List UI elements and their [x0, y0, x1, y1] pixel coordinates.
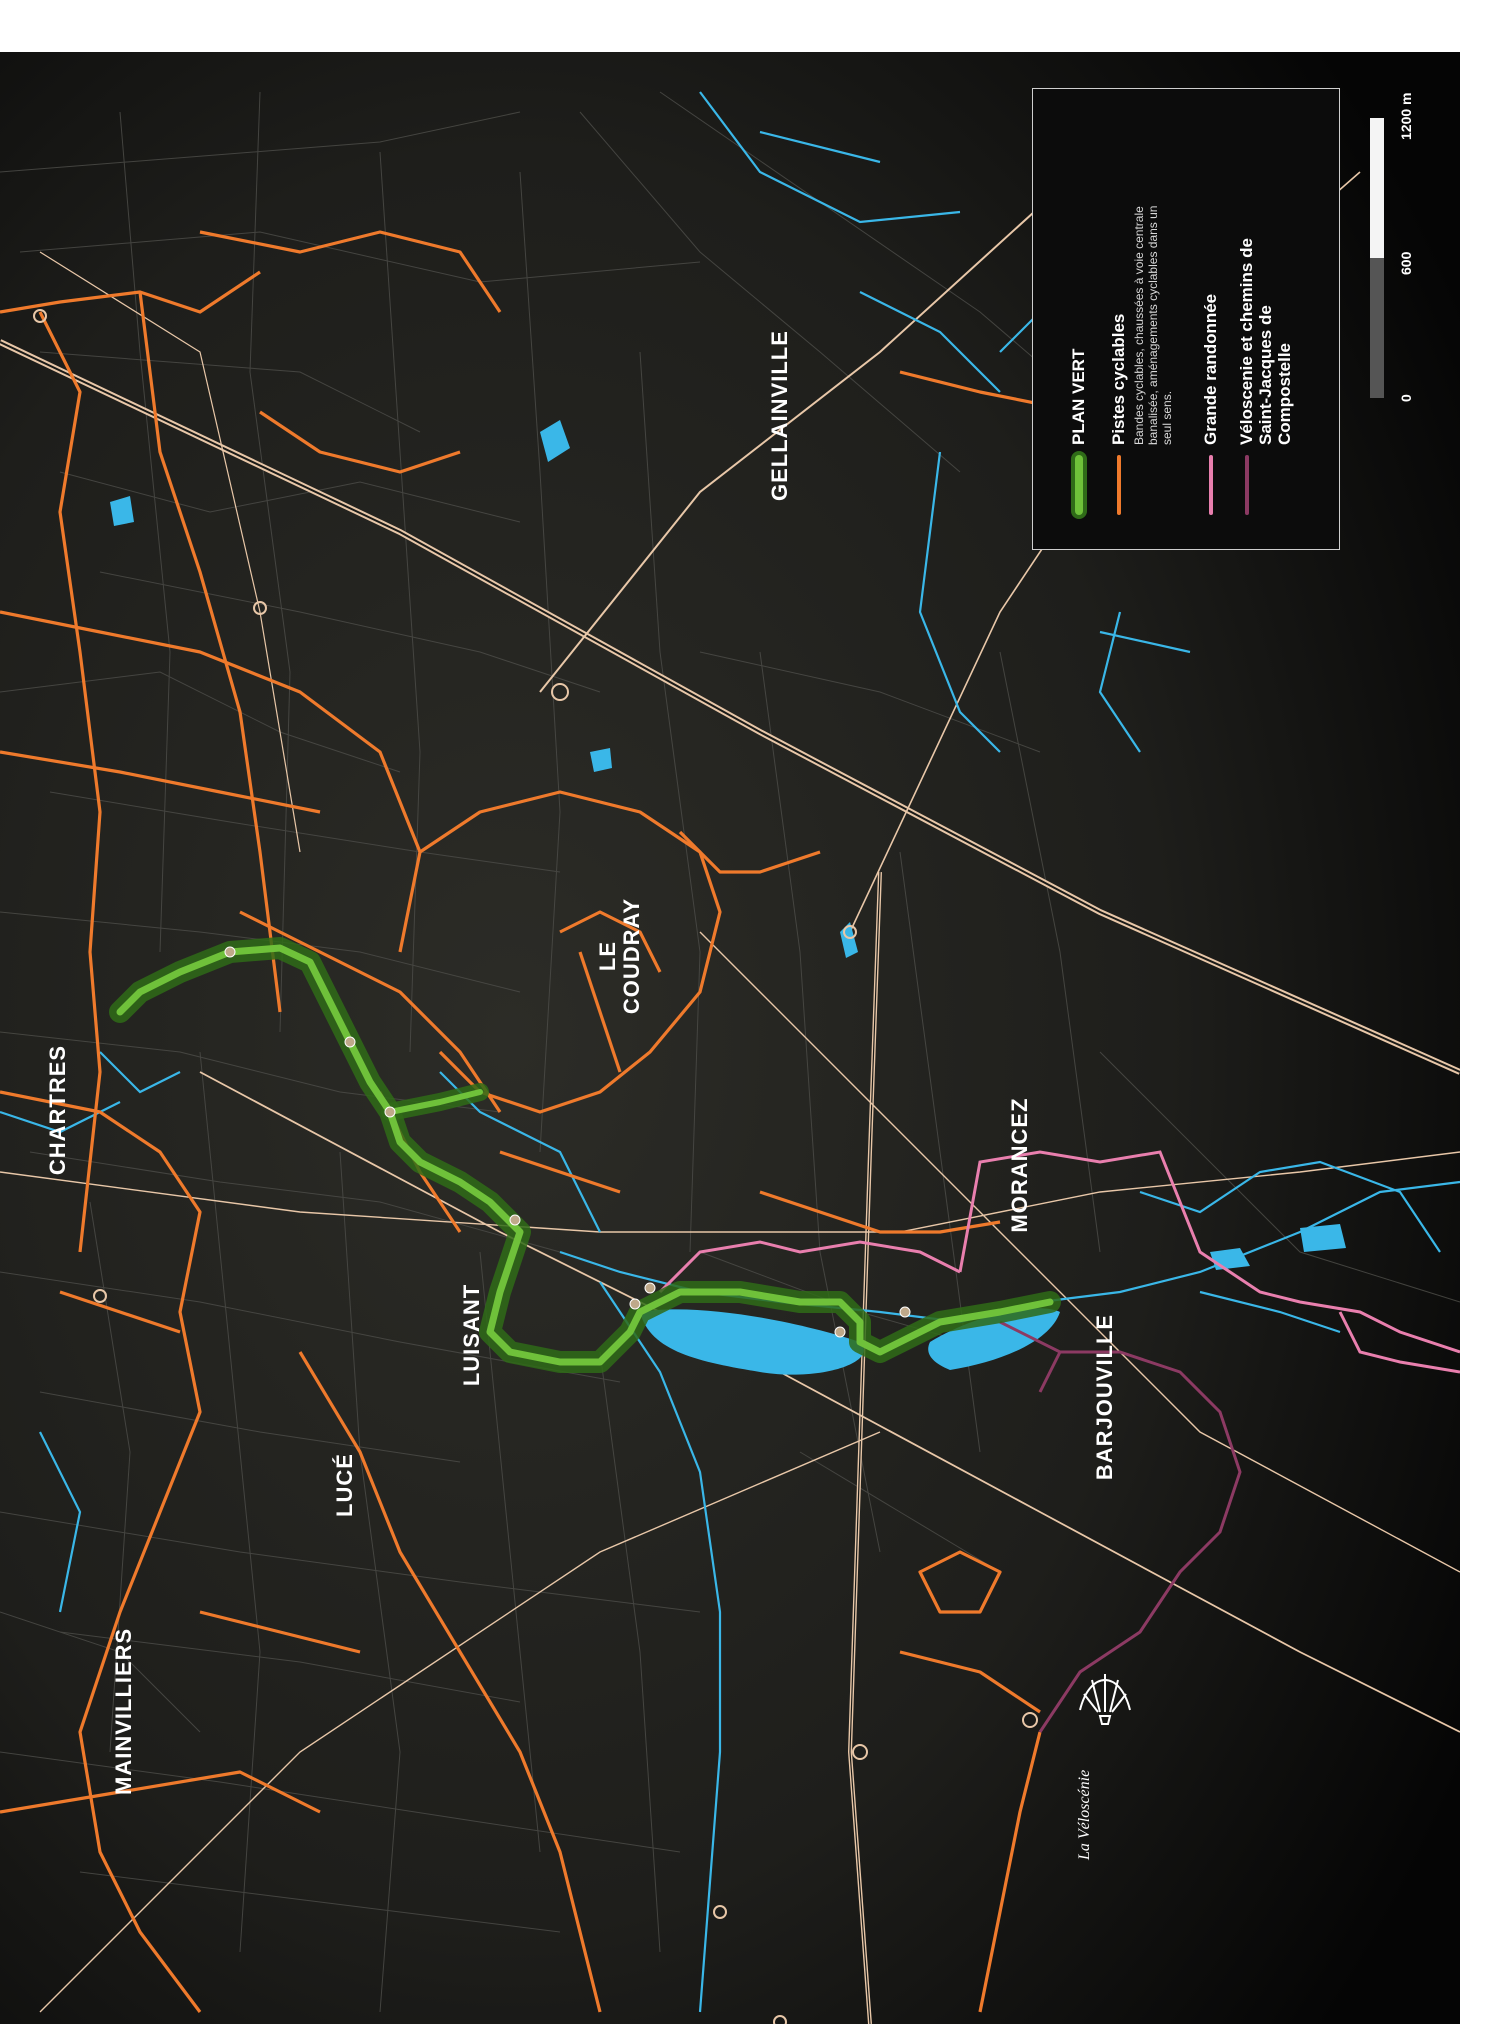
map-legend: PLAN VERT Pistes cyclables Bandes cyclab… [1032, 88, 1340, 550]
veloscenie-logo-text: La Véloscénie [1076, 1769, 1093, 1860]
legend-label: Véloscenie et chemins de Saint-Jacques d… [1237, 238, 1294, 445]
legend-swatch-plan-vert [1075, 455, 1083, 515]
cycle-paths [0, 230, 1081, 2013]
veloscenie-route [999, 1320, 1242, 1733]
town-label-barjouville: BARJOUVILLE [1092, 1313, 1117, 1481]
legend-label: Pistes cyclables Bandes cyclables, chaus… [1109, 185, 1174, 445]
legend-item-pistes-cyclables: Pistes cyclables Bandes cyclables, chaus… [1109, 185, 1174, 515]
veloscenie-logo: La Véloscénie [1070, 1650, 1140, 1880]
town-label-le-coudray: LE COUDRAY [595, 897, 644, 1015]
legend-description: Bandes cyclables, chaussées à voie centr… [1132, 205, 1174, 445]
scallop-shell-icon [1079, 1674, 1131, 1725]
scale-label-600: 600 [1398, 251, 1414, 275]
town-label-luce: LUCÉ [332, 1453, 357, 1517]
hiking-route [658, 1150, 1460, 1374]
plan-vert-route [109, 937, 1061, 1373]
scale-label-1200: 1200 m [1398, 92, 1414, 140]
town-label-chartres: CHARTRES [45, 1044, 70, 1176]
town-label-mainvilliers: MAINVILLIERS [111, 1627, 136, 1795]
scale-segment-far [1370, 118, 1384, 258]
scale-label-0: 0 [1398, 394, 1414, 402]
legend-content: PLAN VERT Pistes cyclables Bandes cyclab… [1051, 109, 1321, 529]
legend-label: Grande randonnée [1201, 293, 1220, 445]
town-label-luisant: LUISANT [459, 1283, 484, 1387]
town-label-morancez: MORANCEZ [1007, 1097, 1032, 1233]
legend-label: PLAN VERT [1069, 348, 1088, 445]
legend-item-grande-randonnee: Grande randonnée [1201, 294, 1220, 515]
legend-item-plan-vert: PLAN VERT [1069, 349, 1088, 515]
town-label-gellainville: GELLAINVILLE [767, 330, 792, 501]
scale-segment-near [1370, 258, 1384, 398]
legend-swatch-cycle [1117, 455, 1121, 515]
legend-label-text: Pistes cyclables [1109, 313, 1128, 445]
roundabouts [33, 309, 1038, 2024]
plan-vert-markers [224, 946, 911, 1338]
legend-swatch-veloscenie [1245, 455, 1249, 515]
scale-bar: 0 600 1200 m [1370, 70, 1440, 402]
legend-swatch-hiking [1209, 455, 1213, 515]
legend-item-veloscenie: Véloscenie et chemins de Saint-Jacques d… [1237, 215, 1294, 515]
